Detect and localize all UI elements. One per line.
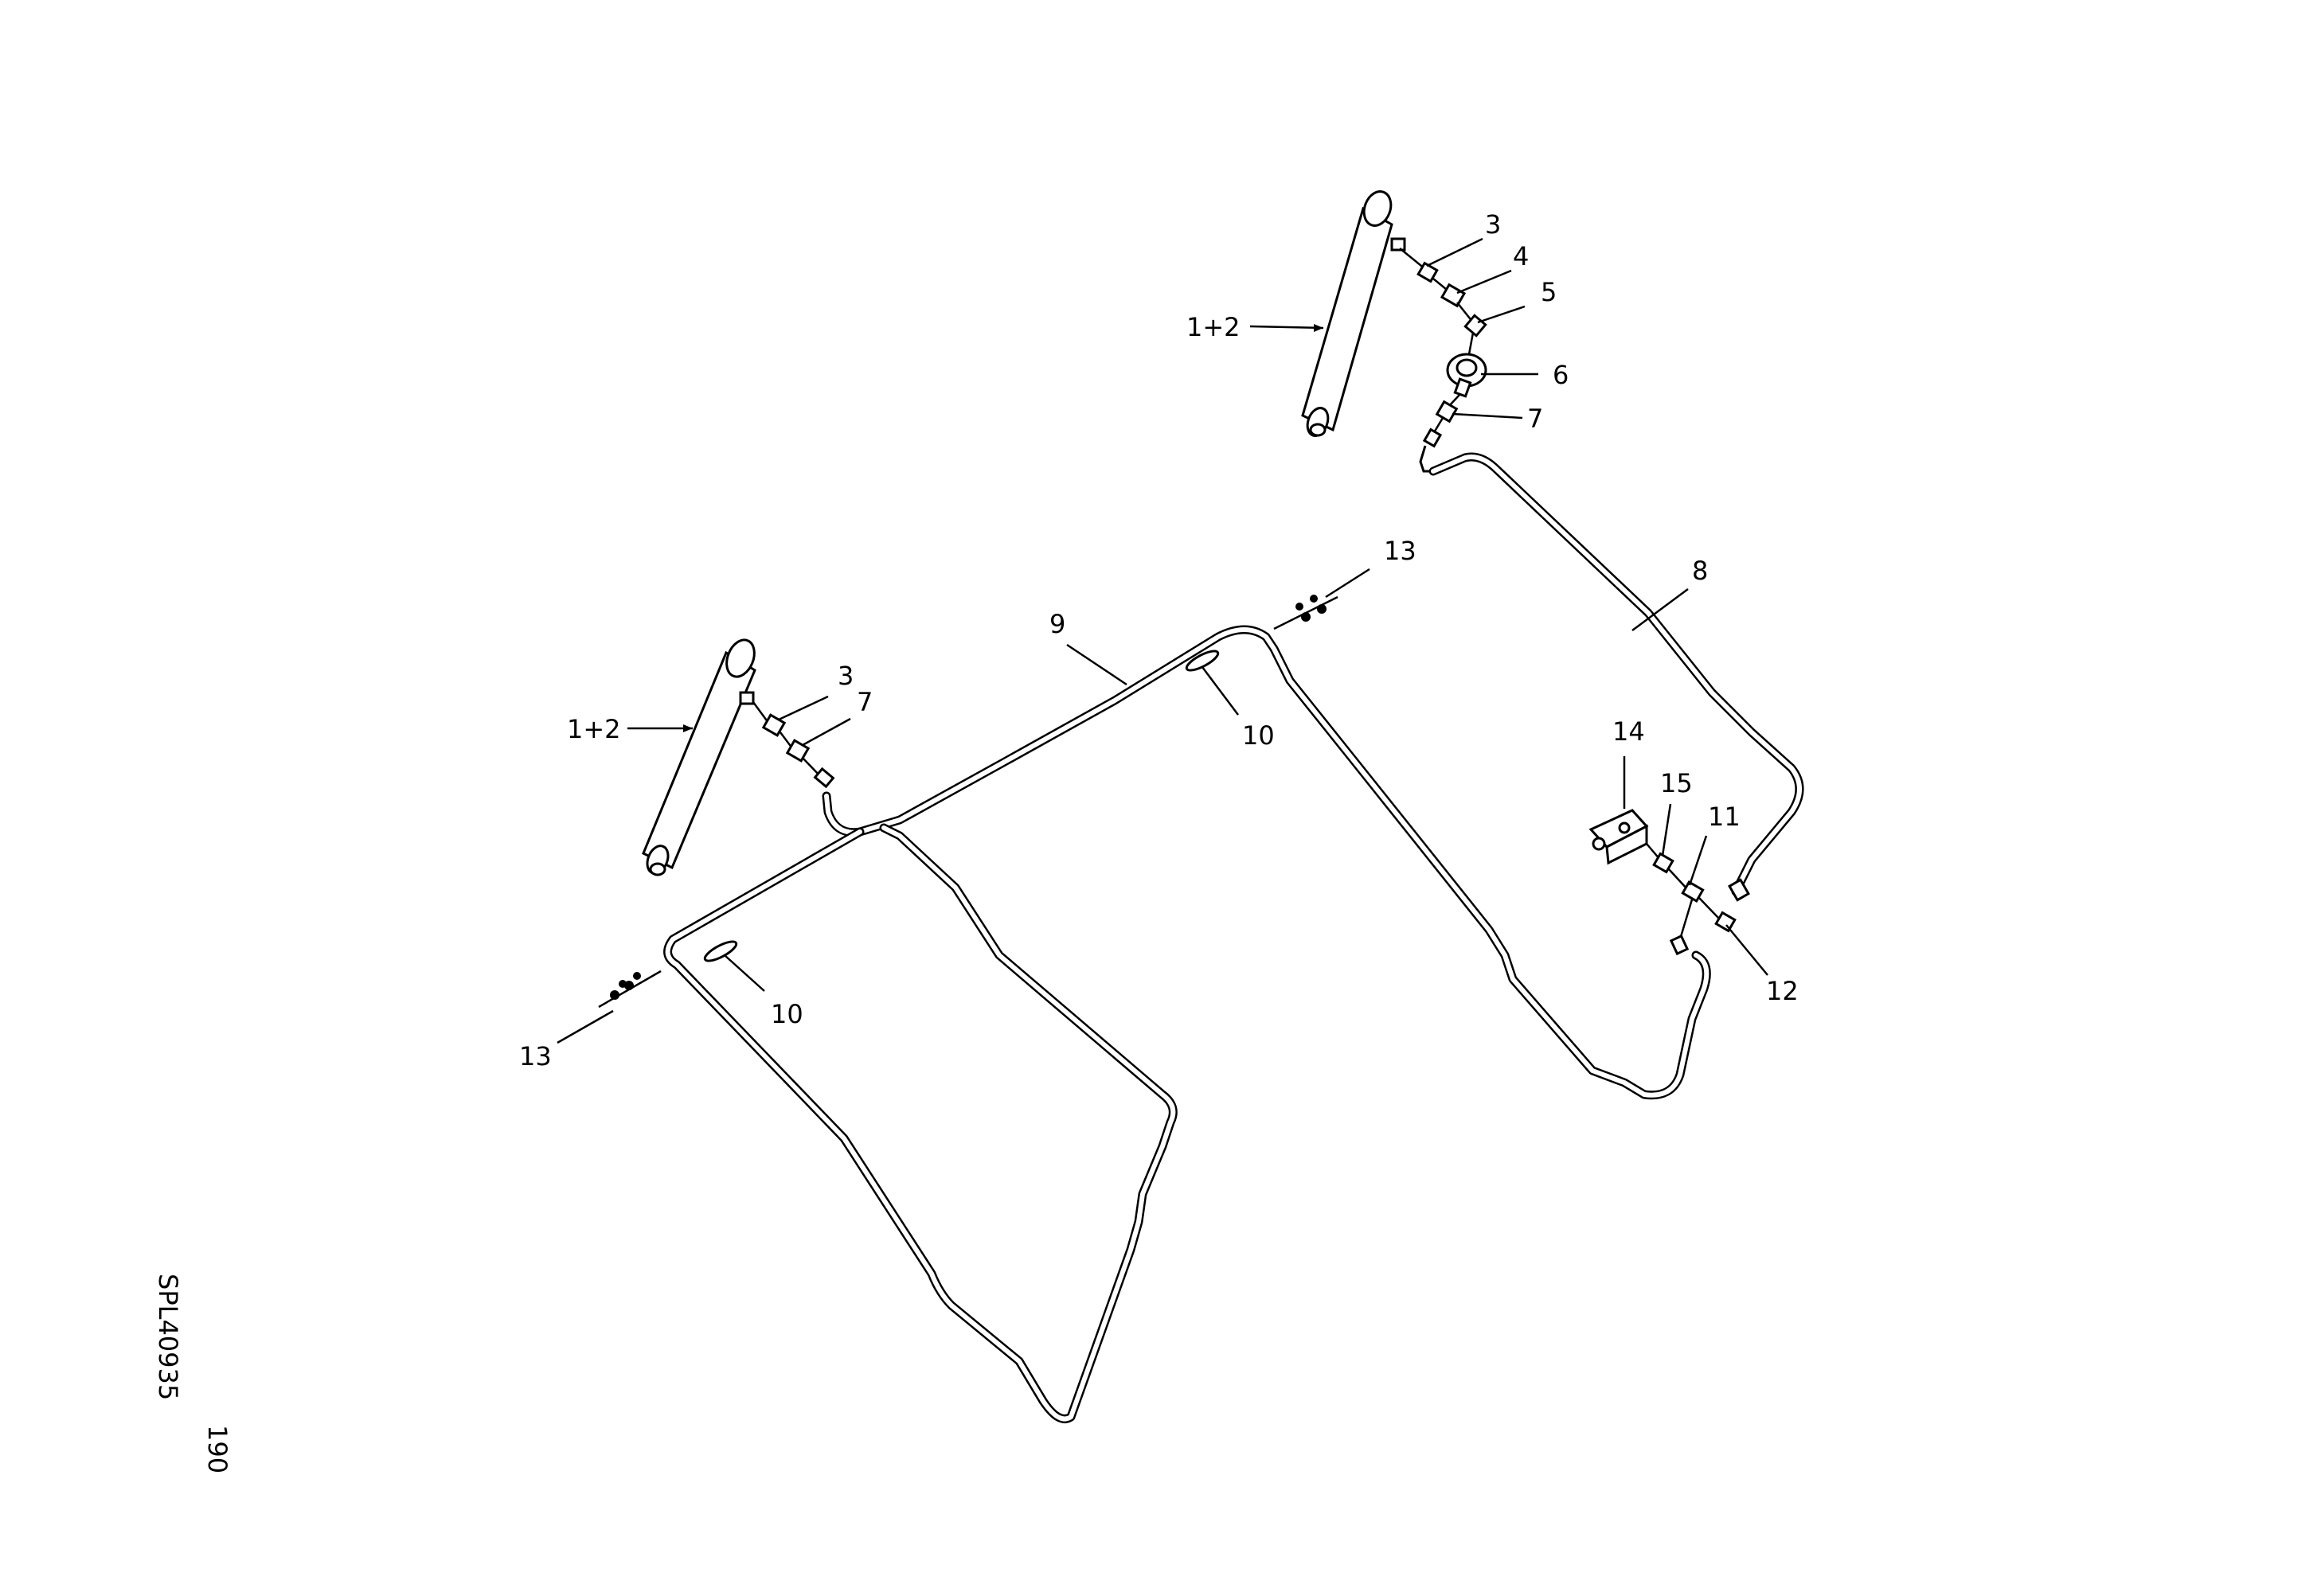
callout-cylinder-top: 1+2 xyxy=(1186,312,1241,342)
callout-10-left: 10 xyxy=(771,999,803,1029)
reference-page: 190 xyxy=(202,1425,232,1473)
callout-8: 8 xyxy=(1692,556,1708,586)
callout-cylinder-left: 1+2 xyxy=(567,714,621,744)
reference-block: 190 SPL40935 xyxy=(153,1274,232,1473)
callout-6-top: 6 xyxy=(1553,360,1569,390)
plug-fittings-left xyxy=(598,970,662,1009)
callout-9: 9 xyxy=(1049,609,1065,639)
callout-4-top: 4 xyxy=(1513,241,1529,271)
pipe-9 xyxy=(663,625,1711,1423)
pipe-8 xyxy=(1428,452,1804,896)
plug-fittings-top xyxy=(1273,595,1338,630)
top-fitting-chain xyxy=(1399,248,1487,473)
left-fitting-chain xyxy=(752,701,835,789)
callout-13-top: 13 xyxy=(1384,536,1416,566)
callout-15: 15 xyxy=(1660,768,1693,798)
callout-12: 12 xyxy=(1766,976,1799,1006)
left-cylinder xyxy=(642,638,756,876)
callout-11: 11 xyxy=(1708,802,1741,832)
callout-5-top: 5 xyxy=(1541,277,1557,307)
callout-3-left: 3 xyxy=(838,661,854,691)
callout-3-top: 3 xyxy=(1485,209,1501,240)
valve-assembly xyxy=(1588,809,1750,956)
callout-7-top: 7 xyxy=(1527,404,1543,434)
callout-10-top: 10 xyxy=(1242,720,1275,751)
top-cylinder xyxy=(1301,190,1406,437)
reference-code: SPL40935 xyxy=(153,1274,183,1400)
callout-7-left: 7 xyxy=(857,687,873,717)
callout-13-left: 13 xyxy=(519,1041,552,1071)
leader-lines xyxy=(557,237,1768,1044)
callout-14: 14 xyxy=(1612,716,1645,747)
